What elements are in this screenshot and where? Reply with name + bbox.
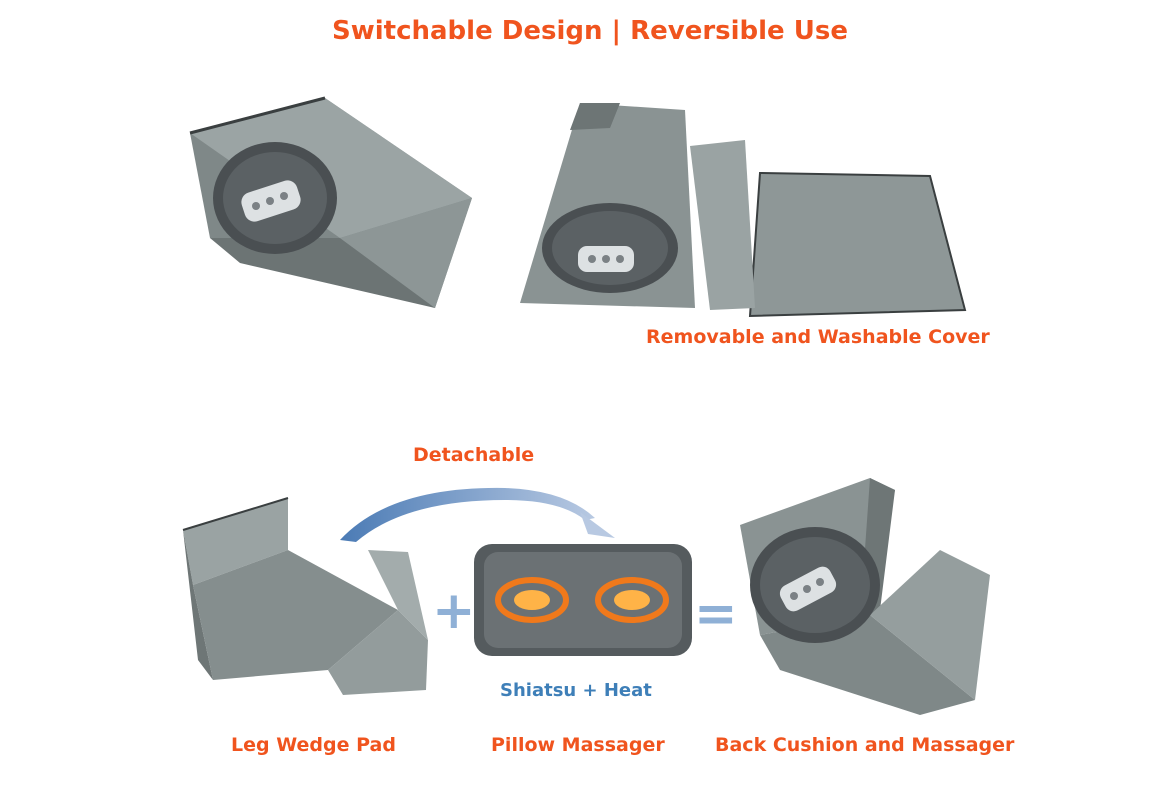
curved-arrow-icon (340, 487, 615, 542)
pillow-massager-label: Pillow Massager (491, 734, 665, 756)
leg-wedge-label: Leg Wedge Pad (231, 734, 396, 756)
detachable-label: Detachable (413, 444, 535, 466)
back-cushion-label: Back Cushion and Massager (715, 734, 1015, 756)
unfolded-cover-image (520, 103, 967, 318)
wedge-with-massager-image (189, 96, 472, 308)
back-cushion-massager-image (740, 478, 990, 715)
shiatsu-heat-label: Shiatsu + Heat (500, 680, 652, 701)
page-title: Switchable Design | Reversible Use (332, 16, 848, 46)
leg-wedge-pad-image (182, 497, 428, 695)
pillow-massager-image (474, 544, 692, 656)
equals-icon: = (694, 584, 738, 644)
cover-label: Removable and Washable Cover (646, 326, 990, 348)
plus-icon: + (432, 581, 476, 641)
